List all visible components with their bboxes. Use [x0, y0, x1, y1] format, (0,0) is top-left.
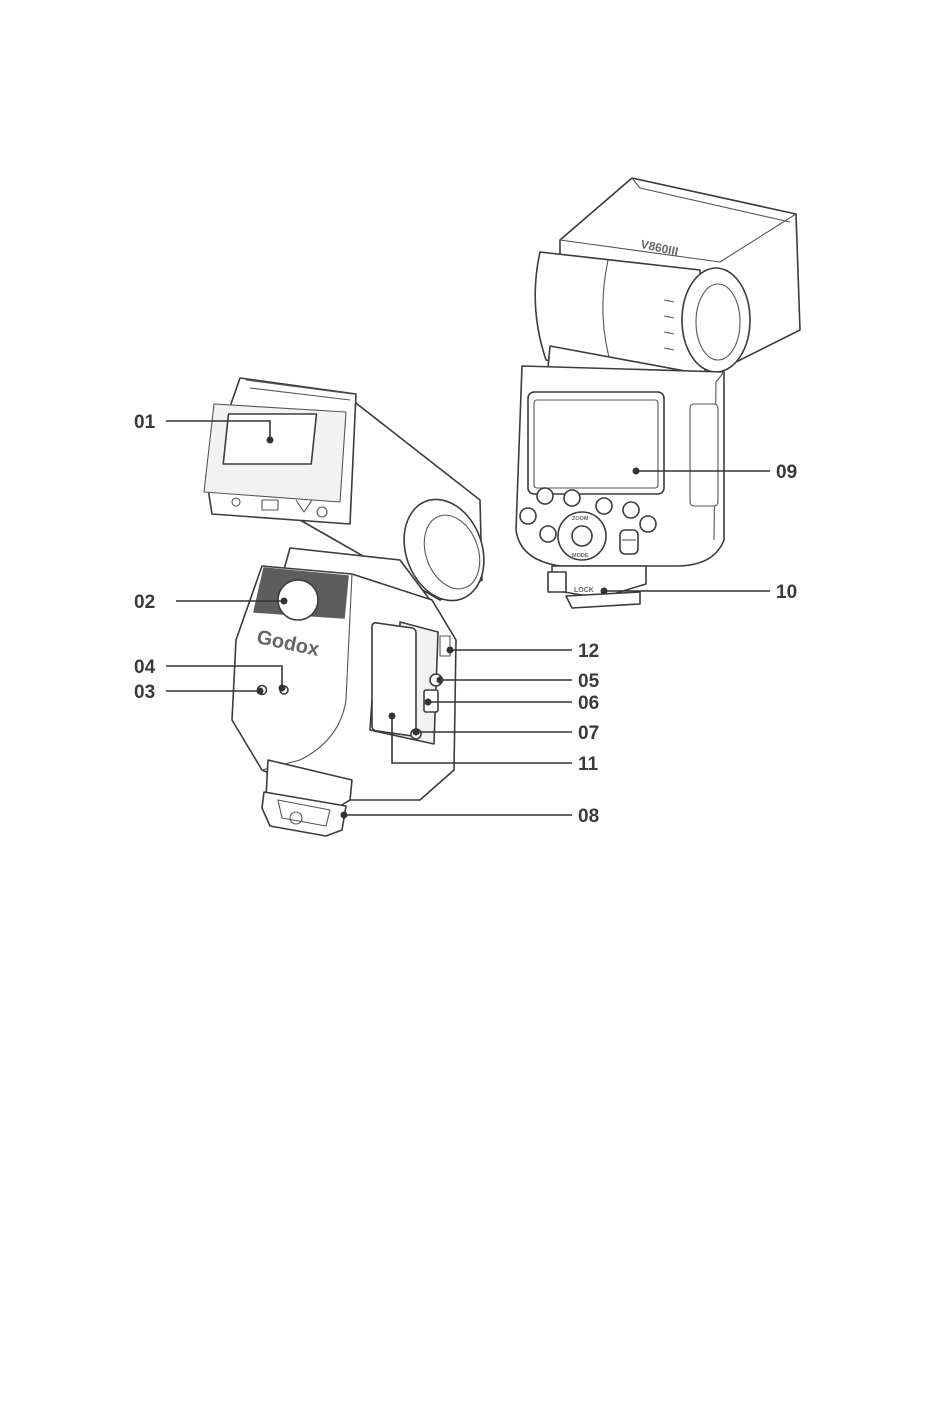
callout-11: 11 — [578, 754, 599, 775]
lock-label: LOCK — [574, 587, 594, 594]
svg-text:MODE: MODE — [572, 553, 589, 559]
battery-compartment-door — [372, 622, 416, 736]
front-flash-illustration: Godox — [204, 378, 497, 836]
callout-07: 07 — [578, 723, 599, 744]
callout-10: 10 — [776, 582, 797, 603]
callout-08: 08 — [578, 806, 599, 827]
callout-04: 04 — [134, 657, 156, 678]
power-switch — [620, 530, 638, 554]
callout-01: 01 — [134, 412, 156, 433]
callout-12: 12 — [578, 641, 599, 662]
callout-09: 09 — [776, 462, 797, 483]
callout-02: 02 — [134, 592, 155, 613]
callout-03: 03 — [134, 682, 155, 703]
svg-text:ZOOM: ZOOM — [572, 516, 589, 522]
rear-flash-illustration: V860III Z — [516, 178, 800, 608]
callout-06: 06 — [578, 693, 599, 714]
callout-05: 05 — [578, 671, 600, 692]
